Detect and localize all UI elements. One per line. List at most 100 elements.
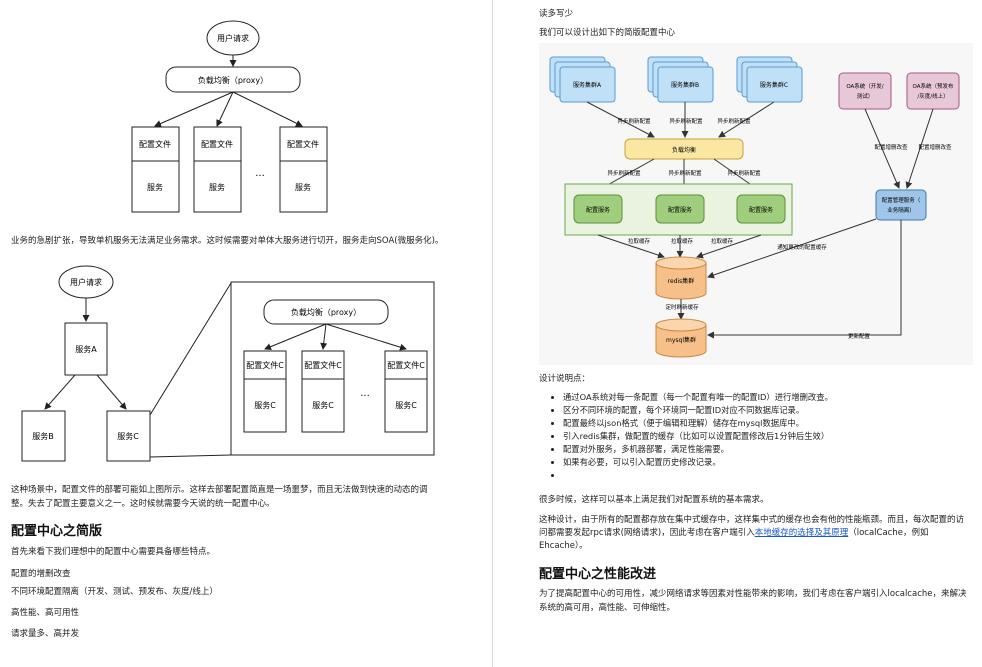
paragraph-basic-needs: 很多时候，这样可以基本上满足我们对配置系统的基本需求。	[539, 495, 769, 505]
server-3: 配置文件 服务	[279, 126, 328, 213]
update-config-label: 更新配置	[848, 332, 871, 340]
config-service-3: 配置服务	[736, 194, 786, 224]
timer-refresh-label: 定时刷新缓存	[665, 303, 699, 311]
heading-simple-config-center: 配置中心之简版	[11, 524, 103, 539]
pull-cache-label: 拉取缓存	[671, 237, 694, 245]
config-file-label: 配置文件	[139, 139, 171, 149]
architecture-diagram: 服务集群A 服务集群B 服务集群C OA系统（开发/ 测试） OA系统（预发布 …	[539, 43, 973, 365]
paragraph-localcache-line1: 为了提高配置中心的可用性，减少网络请求等因素对性能带来的影响，我们考虑在客户端引…	[539, 589, 967, 599]
feature-item: 高性能、高可用性	[11, 608, 80, 618]
config-file-label: 配置文件	[201, 139, 233, 149]
cfg-mgmt-label-line1: 配置管理服务（	[882, 196, 921, 204]
paragraph-bottleneck-text-end: （localCache，例如	[848, 528, 929, 538]
config-file-label: 配置文件	[287, 139, 319, 149]
oa1-label-line2: 测试）	[857, 92, 874, 100]
design-note: 区分不同环境的配置，每个环境同一配置ID对应不同数据库记录。	[563, 404, 833, 417]
config-file-c-label: 配置文件C	[387, 360, 425, 370]
biz-a-label: 服务集群A	[573, 81, 602, 89]
oa-dev-test: OA系统（开发/ 测试）	[838, 72, 892, 110]
design-notes-list: 通过OA系统对每一条配置（每一个配置有唯一的配置ID）进行增删改查。 区分不同环…	[549, 391, 833, 482]
config-service-label: 配置服务	[749, 206, 773, 214]
user-request-label: 用户请求	[70, 277, 102, 287]
oa1-label-line1: OA系统（开发/	[846, 82, 883, 90]
service-label: 服务	[147, 182, 163, 192]
design-note	[563, 469, 833, 482]
user-request-label: 用户请求	[217, 33, 249, 43]
ellipsis: ...	[255, 168, 265, 179]
feature-item: 请求量多、高并发	[11, 629, 80, 639]
design-note: 如果有必要，可以引入配置历史修改记录。	[563, 456, 833, 469]
local-cache-link[interactable]: 本地缓存的选择及其原理	[754, 528, 849, 538]
config-add-del-label: 配置增删改查	[874, 143, 908, 151]
async-refresh-label: 异步刷新配置	[669, 117, 703, 125]
async-refresh-label: 异步刷新配置	[727, 169, 761, 177]
diagram-single-lb: 用户请求 负载均衡（proxy） 配置文件 服务 配置文件 服务 ... 配置文…	[131, 20, 328, 213]
design-note: 配置最终以json格式（便于编辑和理解）储存在mysql数据库中。	[563, 417, 833, 430]
service-c-inner-label: 服务C	[312, 400, 334, 410]
arch-lb-label: 负载均衡	[672, 146, 696, 154]
server-c-1: 配置文件C 服务C	[243, 350, 287, 433]
service-a-label: 服务A	[75, 344, 97, 354]
paragraph-intro: 首先来看下我们理想中的配置中心需要具备哪些特点。	[11, 547, 216, 557]
server-1: 配置文件 服务	[131, 126, 180, 213]
page-divider	[492, 0, 493, 667]
notes-title: 设计说明点：	[539, 374, 591, 384]
server-c-2: 配置文件C 服务C	[301, 350, 345, 433]
feature-item: 配置的增删改查	[11, 569, 71, 579]
biz-b-label: 服务集群B	[671, 81, 699, 89]
load-balancer-label: 负载均衡（proxy）	[198, 75, 268, 85]
config-mgmt-service: 配置管理服务（ 业务隔离）	[875, 189, 927, 221]
paragraph-deploy-line2: 整。失去了配置主要意义之一。这时候就需要今天说的统一配置中心。	[11, 499, 275, 509]
paragraph-bottleneck-line2: 问都需要发起rpc请求(网络请求)，因此考虑在客户端引入本地缓存的选择及其原理（…	[539, 527, 928, 539]
server-2: 配置文件 服务	[193, 126, 242, 213]
config-file-c-label: 配置文件C	[304, 360, 342, 370]
diagram-soa: 用户请求 服务A 服务B 服务C 负载均衡（proxy） 配置文件C 服务C 配…	[21, 265, 435, 462]
paragraph-deploy-line1: 这种场景中，配置文件的部署可能如上图所示。这样去部署配置简直是一场噩梦，而且无法…	[11, 485, 428, 495]
heading-performance: 配置中心之性能改进	[539, 567, 657, 582]
paragraph-bottleneck-line1: 这种设计，由于所有的配置都存放在集中式缓存中，这样集中式的缓存也会有他的性能瓶颈…	[539, 515, 965, 525]
service-c-inner-label: 服务C	[395, 400, 417, 410]
service-c-inner-label: 服务C	[254, 400, 276, 410]
design-note: 引入redis集群，做配置的缓存（比如可以设置配置修改后1分钟后生效）	[563, 430, 833, 443]
oa2-label-line1: OA系统（预发布	[913, 82, 954, 90]
biz-cluster-a: 服务集群A	[549, 56, 616, 103]
service-c-node	[106, 410, 151, 462]
config-service-2: 配置服务	[655, 194, 705, 224]
service-a-node	[64, 322, 108, 376]
service-label: 服务	[295, 182, 311, 192]
biz-cluster-b: 服务集群B	[647, 56, 714, 103]
cfg-mgmt-label-line2: 业务隔离）	[887, 206, 915, 214]
mysql-cluster: mysql集群	[655, 318, 707, 358]
notify-label: 通知更改的配置缓存	[777, 243, 827, 251]
config-service-1: 配置服务	[573, 194, 623, 224]
paragraph-bottleneck-text: 问都需要发起rpc请求(网络请求)，因此考虑在客户端引入	[539, 528, 755, 538]
async-refresh-label: 异步刷新配置	[617, 117, 651, 125]
service-c-label: 服务C	[117, 431, 139, 441]
config-service-label: 配置服务	[668, 206, 692, 214]
redis-label: redis集群	[668, 277, 695, 285]
service-b-label: 服务B	[32, 431, 54, 441]
ellipsis: ...	[360, 388, 370, 399]
redis-cluster: redis集群	[655, 256, 707, 300]
paragraph-design-intro: 我们可以设计出如下的简版配置中心	[539, 28, 676, 38]
async-refresh-label: 异步刷新配置	[607, 169, 641, 177]
mysql-label: mysql集群	[666, 336, 696, 344]
pull-cache-label: 拉取缓存	[628, 237, 651, 245]
biz-cluster-c: 服务集群C	[736, 56, 803, 103]
oa2-label-line2: /灰度/线上）	[917, 92, 948, 100]
paragraph-bottleneck-line3: Ehcache）。	[539, 541, 588, 551]
paragraph-read-more: 读多写少	[539, 9, 574, 19]
server-c-3: 配置文件C 服务C	[384, 350, 428, 433]
service-b-node	[21, 410, 66, 462]
service-label: 服务	[209, 182, 225, 192]
oa-prod: OA系统（预发布 /灰度/线上）	[906, 72, 960, 110]
pull-cache-label: 拉取缓存	[711, 237, 734, 245]
biz-c-label: 服务集群C	[760, 81, 788, 89]
paragraph-localcache-line2: 系统的高可用，高性能、可伸缩性。	[539, 603, 676, 613]
config-add-del-label: 配置增删改查	[918, 143, 952, 151]
design-note: 通过OA系统对每一条配置（每一个配置有唯一的配置ID）进行增删改查。	[563, 391, 833, 404]
design-note: 配置对外服务，多机器部署，满足性能需要。	[563, 443, 833, 456]
async-refresh-label: 异步刷新配置	[668, 169, 702, 177]
config-file-c-label: 配置文件C	[246, 360, 284, 370]
inner-lb-label: 负载均衡（proxy）	[291, 307, 361, 317]
